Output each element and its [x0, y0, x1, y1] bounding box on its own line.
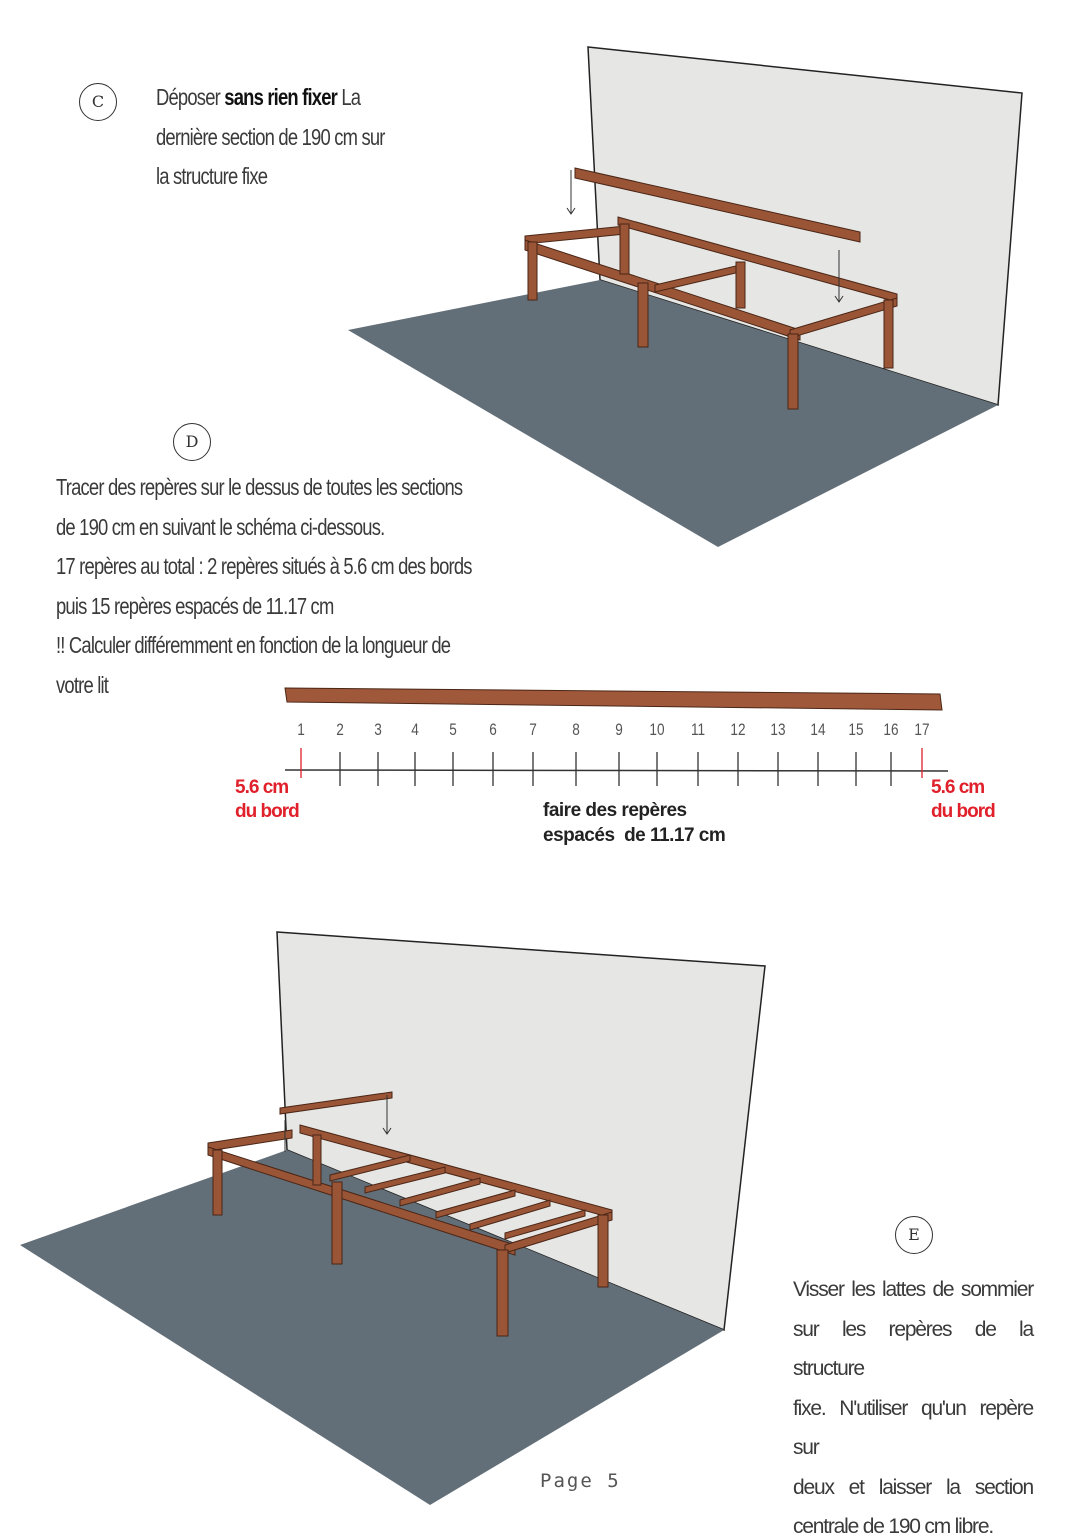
step-c-text: Déposer sans rien fixer La dernière sect…: [156, 78, 385, 197]
illustration-slat-diagram: [284, 687, 949, 786]
text-line: deux et laisser la section: [793, 1475, 1034, 1499]
illustration-step-e: [20, 931, 766, 1505]
bold-text: sans rien fixer: [224, 84, 338, 110]
tick-label: 15: [848, 720, 864, 739]
tick-label: 10: [649, 720, 665, 739]
step-d-text: Tracer des repères sur le dessus de tout…: [56, 468, 472, 705]
tick-label: 4: [411, 720, 419, 739]
left-edge-label: 5.6 cm du bord: [235, 776, 300, 824]
step-e-marker: E: [895, 1216, 933, 1254]
text: La: [337, 84, 361, 110]
text-line: 17 repères au total : 2 repères situés à…: [56, 553, 472, 579]
text-line: votre lit: [56, 671, 109, 698]
step-d-marker: D: [173, 423, 211, 461]
text: Déposer: [156, 84, 225, 110]
tick-label: 12: [730, 720, 746, 739]
tick-label: 6: [489, 720, 497, 739]
tick-label: 3: [374, 720, 382, 739]
tick-label: 9: [615, 720, 623, 739]
text-line: de 190 cm en suivant le schéma ci-dessou…: [56, 513, 385, 540]
text: 5.6 cm: [235, 777, 289, 798]
text: du bord: [931, 801, 996, 822]
text: la structure fixe: [156, 163, 268, 189]
text: 5.6 cm: [931, 777, 985, 798]
text-line: Tracer des repères sur le dessus de tout…: [56, 474, 463, 500]
text-line: centrale de 190 cm libre.: [793, 1515, 994, 1536]
illustration-step-c: [348, 46, 1023, 547]
step-c-marker: C: [79, 83, 117, 121]
text: faire des repères: [543, 800, 687, 821]
page-number: Page 5: [540, 1470, 621, 1492]
center-label: faire des repères espacés de 11.17 cm: [543, 798, 726, 848]
tick-label: 8: [572, 720, 580, 739]
tick-label: 16: [883, 720, 899, 739]
tick-label: 1: [297, 720, 305, 739]
tick-label: 2: [336, 720, 344, 739]
text-line: fixe. N'utiliser qu'un repère sur: [793, 1396, 1034, 1460]
text: dernière section de 190 cm sur: [156, 123, 385, 150]
text-line: Visser les lattes de sommier: [793, 1278, 1034, 1301]
text: espacés de 11.17 cm: [543, 825, 726, 846]
tick-label: 17: [914, 720, 930, 739]
tick-label: 5: [449, 720, 457, 739]
right-edge-label: 5.6 cm du bord: [931, 776, 996, 824]
step-e-text: Visser les lattes de sommier sur les rep…: [793, 1270, 1034, 1536]
tick-label: 13: [770, 720, 786, 739]
tick-label: 11: [690, 720, 706, 739]
tick-label: 14: [810, 720, 826, 739]
text-line: !! Calculer différemment en fonction de …: [56, 632, 451, 658]
text-line: puis 15 repères espacés de 11.17 cm: [56, 592, 334, 619]
text-line: sur les repères de la structure: [793, 1317, 1034, 1381]
tick-label: 7: [529, 720, 537, 739]
text: du bord: [235, 801, 300, 822]
